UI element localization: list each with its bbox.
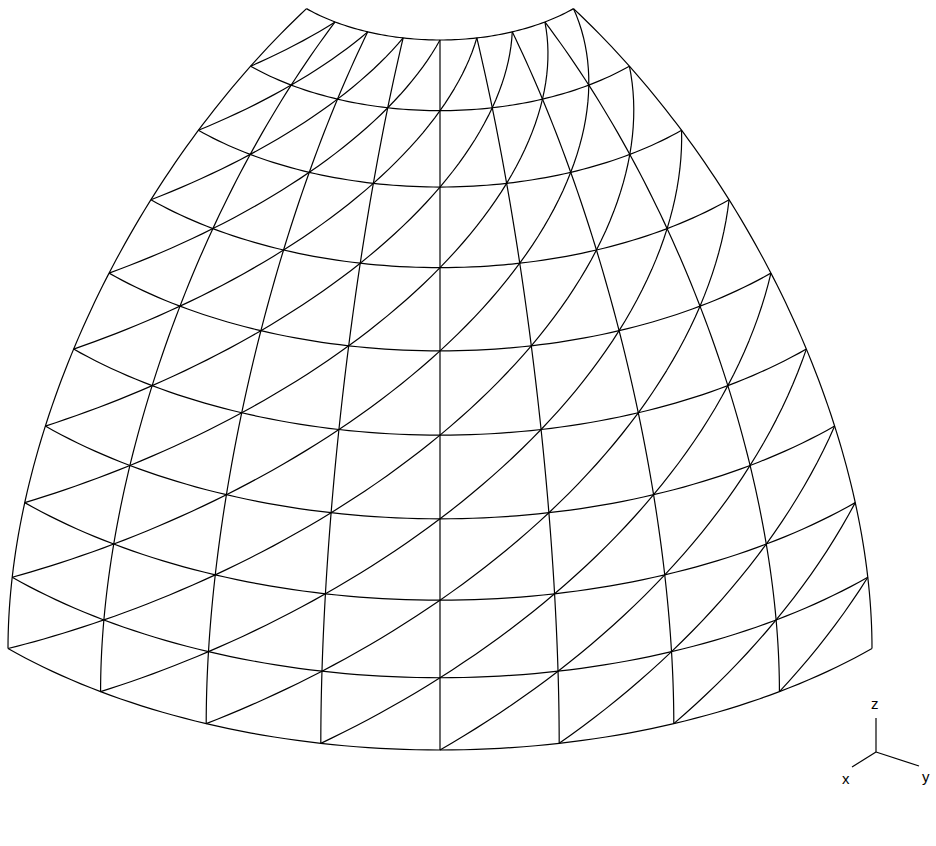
axis-triad [852,718,919,767]
y-axis [876,752,919,766]
mesh-line [151,38,403,200]
mesh-line [12,9,589,578]
mesh-line [307,9,574,40]
mesh-line [206,200,729,724]
mesh-line [573,9,872,649]
mesh-line [440,349,806,750]
mesh-line [321,38,403,743]
z-axis [875,718,876,752]
mesh-line [45,32,512,426]
mesh-line [559,426,834,743]
mesh-line [321,273,771,743]
axis-label: z [871,696,879,711]
mesh-line [779,577,867,691]
mesh-line [198,32,367,130]
mesh-line [545,22,780,692]
mesh-line [251,22,335,66]
x-axis [852,752,876,767]
axis-label: x [842,771,850,786]
mesh-line [101,130,682,691]
mesh-line [206,32,368,724]
mesh-line [439,40,440,750]
mesh-line [512,32,674,724]
mesh-line [25,22,548,503]
axis-label: y [922,769,930,784]
mesh-line [8,66,634,648]
mesh-line [674,503,855,724]
mesh-line [74,38,477,349]
mesh-lines [8,9,872,750]
